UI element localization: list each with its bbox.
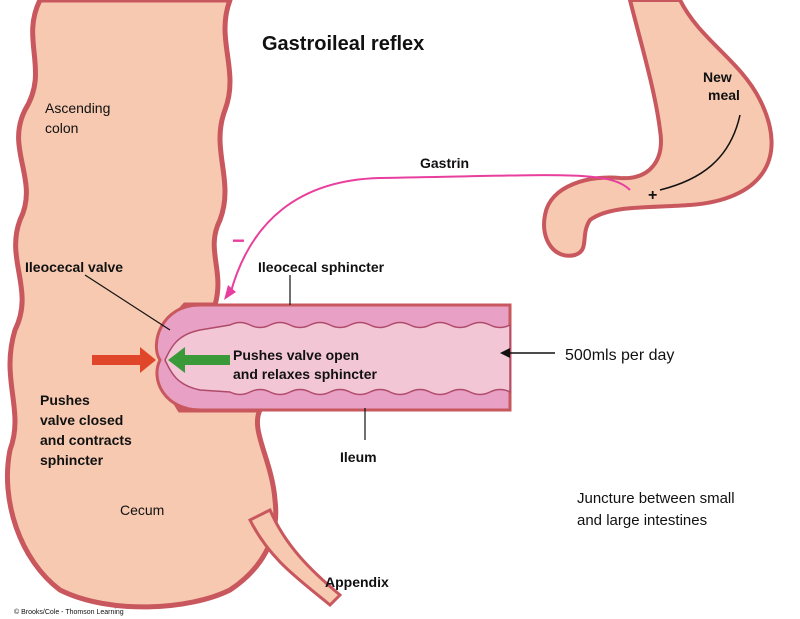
label-new-meal-1: New xyxy=(703,69,732,85)
label-juncture-1: Juncture between small xyxy=(577,490,735,507)
gastrin-arrow xyxy=(229,174,631,296)
label-pushes-closed-2: valve closed xyxy=(40,412,123,428)
label-pushes-closed-3: and contracts xyxy=(40,432,132,448)
label-flow-rate: 500mls per day xyxy=(565,347,674,364)
label-minus: − xyxy=(232,228,245,253)
valve-leader xyxy=(84,274,171,331)
ascending-colon-shape xyxy=(4,0,279,610)
diagram-title: Gastroileal reflex xyxy=(262,33,424,55)
label-pushes-closed-1: Pushes xyxy=(40,392,90,408)
new-meal-arrow xyxy=(659,114,741,191)
label-pushes-open-1: Pushes valve open xyxy=(233,347,359,363)
copyright: © Brooks/Cole - Thomson Learning xyxy=(14,608,124,616)
ileum-lumen xyxy=(164,321,511,396)
stomach-shape xyxy=(542,0,774,258)
appendix-shape xyxy=(247,507,343,608)
flow-arrowhead xyxy=(500,348,510,358)
label-ascending-colon-2: colon xyxy=(45,120,78,136)
gastrin-arrowhead xyxy=(224,285,236,300)
label-pushes-closed-4: sphincter xyxy=(40,452,104,468)
label-pushes-open-2: and relaxes sphincter xyxy=(233,366,378,382)
label-juncture-2: and large intestines xyxy=(577,512,707,529)
green-arrow xyxy=(168,347,230,373)
label-cecum: Cecum xyxy=(120,502,164,518)
label-ileocecal-sphincter: Ileocecal sphincter xyxy=(258,259,385,275)
label-new-meal-2: meal xyxy=(708,87,740,103)
label-ascending-colon-1: Ascending xyxy=(45,100,110,116)
label-plus: + xyxy=(648,187,657,204)
label-ileum: Ileum xyxy=(340,449,377,465)
label-gastrin: Gastrin xyxy=(420,155,469,171)
label-ileocecal-valve: Ileocecal valve xyxy=(25,259,123,275)
label-appendix: Appendix xyxy=(325,574,389,590)
red-arrow xyxy=(92,347,156,373)
